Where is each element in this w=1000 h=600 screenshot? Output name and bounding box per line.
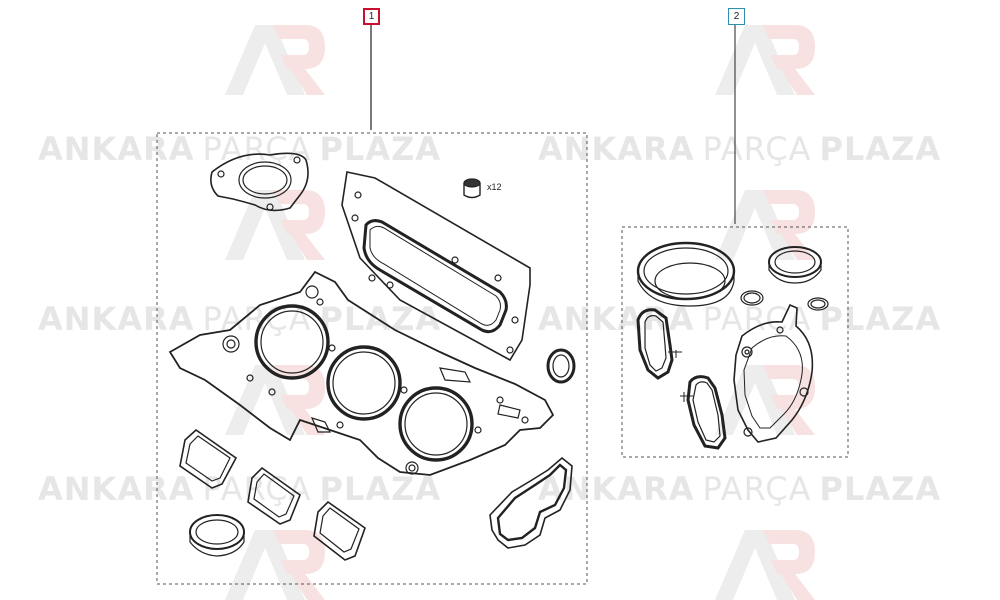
valve-stem-seal (463, 178, 481, 199)
water-pump-gasket (733, 303, 814, 443)
oil-filter-housing-gasket (680, 375, 727, 450)
intake-manifold-gasket-2 (247, 466, 301, 525)
kit-2-frame (621, 226, 849, 458)
small-oil-seal (546, 348, 576, 384)
intake-manifold-gasket-3 (313, 500, 366, 561)
crankshaft-front-seal (636, 241, 736, 307)
callout-2[interactable]: 2 (728, 8, 745, 25)
thermostat-ring-seal (189, 514, 245, 557)
exhaust-flange-gasket (210, 152, 309, 212)
callout-1[interactable]: 1 (363, 8, 380, 25)
small-o-ring-1 (740, 290, 764, 306)
water-outlet-gasket (636, 308, 682, 380)
small-o-ring-2 (807, 297, 829, 311)
valve-cover-gasket (341, 171, 531, 362)
intake-manifold-gasket-1 (179, 428, 238, 489)
kit-1-frame (156, 132, 588, 585)
valve-seal-quantity: x12 (487, 182, 502, 192)
camshaft-seal (768, 246, 822, 284)
cylinder-head-gasket (168, 270, 555, 476)
timing-cover-gasket (489, 456, 573, 549)
